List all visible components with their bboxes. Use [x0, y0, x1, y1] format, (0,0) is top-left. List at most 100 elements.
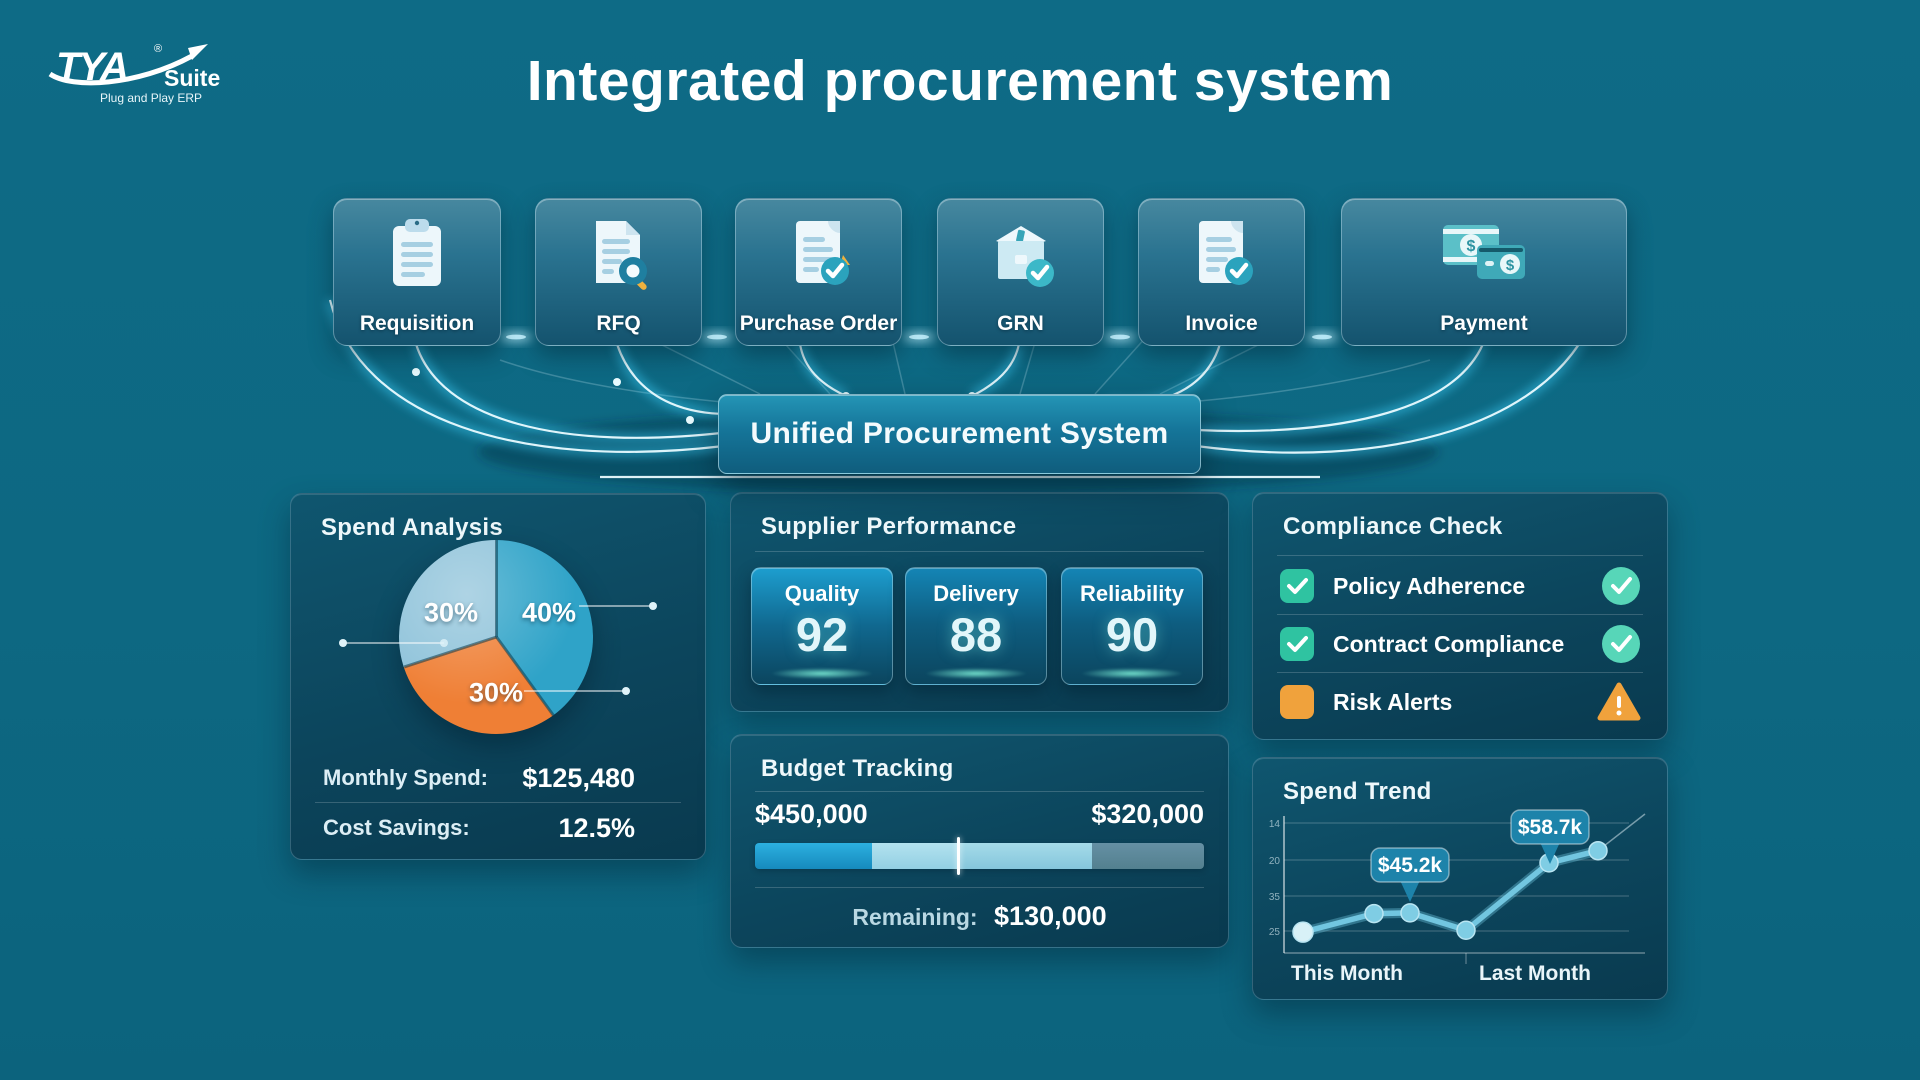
budget-tracking-title: Budget Tracking: [761, 755, 954, 782]
spend-pie-chart: [399, 540, 593, 734]
compliance-row-policy: Policy Adherence: [1279, 558, 1641, 614]
flow-step-label: Requisition: [359, 312, 475, 335]
logo-swoosh: [48, 53, 194, 86]
spend-trend-panel: Spend Trend 14 20 35 25 $45.2k $58.7k Th…: [1252, 757, 1668, 1000]
logo-product: Suite: [164, 65, 220, 91]
divider: [1277, 672, 1643, 673]
annotation-label: $58.7k: [1518, 816, 1583, 839]
spend-analysis-panel: Spend Analysis 40% 30% 30% Monthly Spend…: [290, 493, 706, 860]
warning-triangle-icon: [1597, 682, 1641, 721]
flow-step-requisition[interactable]: Requisition: [333, 198, 501, 346]
flow-step-label: Payment: [1440, 312, 1528, 335]
pie-slice-label-30-bottom: 30%: [468, 677, 524, 708]
divider: [755, 791, 1204, 792]
logo-plane-icon: [188, 44, 208, 60]
compliance-row-contract: Contract Compliance: [1279, 616, 1641, 672]
clipboard-icon: [393, 219, 441, 286]
supplier-performance-panel: Supplier Performance Quality 92 Delivery…: [730, 492, 1229, 712]
pie-divider: [495, 540, 498, 637]
flow-step-invoice[interactable]: Invoice: [1138, 198, 1305, 346]
page-title: Integrated procurement system: [526, 49, 1394, 113]
cost-savings-label: Cost Savings:: [323, 815, 470, 840]
x-axis-label-this-month: This Month: [1291, 962, 1403, 985]
monthly-spend-row: Monthly Spend: $125,480: [323, 755, 669, 801]
logo-brand: TYA: [56, 45, 127, 89]
divider: [755, 887, 1204, 888]
trend-line-series: [1292, 813, 1646, 943]
payment-cards-icon: $ $: [1443, 225, 1525, 279]
y-tick-label: 25: [1269, 927, 1280, 938]
unified-hub-banner: Unified Procurement System: [718, 394, 1201, 474]
logo-registered: ®: [154, 43, 162, 55]
unchecked-checkbox-icon[interactable]: [1279, 684, 1315, 720]
cost-savings-row: Cost Savings: 12.5%: [323, 805, 669, 851]
monthly-spend-label: Monthly Spend:: [323, 765, 488, 790]
budget-bar-segment: [1091, 843, 1204, 869]
budget-bar-segment: [959, 843, 1092, 869]
divider: [755, 551, 1204, 552]
pie-slice-label-30-left: 30%: [423, 597, 479, 628]
compliance-item-label: Risk Alerts: [1333, 688, 1453, 715]
annotation-bubble-tail: [1539, 840, 1561, 864]
metric-glow-bar: [1081, 668, 1183, 679]
compliance-item-label: Policy Adherence: [1333, 572, 1526, 599]
metric-card-quality: Quality 92: [751, 567, 893, 685]
budget-total-amount: $450,000: [755, 799, 868, 829]
y-tick-label: 14: [1269, 819, 1280, 830]
invoice-check-icon: [1198, 221, 1253, 285]
annotation-label: $45.2k: [1378, 854, 1443, 877]
flow-step-purchase-order[interactable]: Purchase Order: [735, 198, 902, 346]
remaining-value: $130,000: [994, 901, 1107, 931]
annotation-bubble: [1510, 809, 1590, 845]
budget-tracking-panel: Budget Tracking $450,000 $320,000 Remain…: [730, 734, 1229, 948]
checked-checkbox-icon[interactable]: [1279, 626, 1315, 662]
divider: [315, 802, 681, 803]
pie-callout-line: [339, 639, 448, 647]
flow-step-rfq[interactable]: RFQ: [535, 198, 702, 346]
budget-remaining-row: Remaining: $130,000: [731, 901, 1228, 932]
budget-bar-marker: [957, 837, 960, 875]
metric-card-delivery: Delivery 88: [905, 567, 1047, 685]
metric-label: Quality: [784, 581, 860, 606]
flow-step-payment[interactable]: $ $ Payment: [1341, 198, 1627, 346]
annotation-bubble: [1370, 847, 1450, 883]
spend-trend-chart: 14 20 35 25 $45.2k $58.7k This Month Las…: [1269, 809, 1646, 985]
check-circle-icon: [1602, 567, 1640, 605]
metric-glow-bar: [925, 668, 1027, 679]
flow-step-grn[interactable]: GRN: [937, 198, 1104, 346]
hub-label: Unified Procurement System: [750, 417, 1169, 450]
tya-suite-logo: TYA ® Suite Plug and Play ERP: [48, 43, 220, 105]
flow-step-label: Invoice: [1185, 312, 1258, 335]
pie-callout-line: [579, 602, 657, 610]
svg-text:$: $: [1467, 238, 1476, 255]
checked-checkbox-icon[interactable]: [1279, 568, 1315, 604]
x-axis-label-last-month: Last Month: [1479, 962, 1591, 985]
y-tick-label: 20: [1269, 856, 1280, 867]
metric-glow-bar: [771, 668, 873, 679]
divider: [1277, 614, 1643, 615]
compliance-check-title: Compliance Check: [1283, 513, 1503, 540]
svg-text:$: $: [1506, 257, 1515, 274]
monthly-spend-value: $125,480: [522, 762, 635, 793]
metric-card-reliability: Reliability 90: [1061, 567, 1203, 685]
spend-analysis-title: Spend Analysis: [321, 514, 504, 541]
compliance-row-risk: Risk Alerts: [1279, 674, 1641, 730]
flow-step-label: GRN: [997, 312, 1044, 335]
document-search-icon: [595, 221, 647, 290]
budget-progress-bar: [755, 843, 1204, 869]
document-check-icon: [795, 221, 850, 285]
compliance-item-label: Contract Compliance: [1333, 630, 1565, 657]
metric-label: Reliability: [1080, 581, 1184, 606]
check-circle-icon: [1602, 625, 1640, 663]
supplier-performance-title: Supplier Performance: [761, 513, 1017, 540]
cost-savings-value: 12.5%: [558, 812, 635, 843]
metric-label: Delivery: [933, 581, 1019, 606]
flow-step-label: RFQ: [596, 312, 641, 335]
box-check-icon: [995, 226, 1054, 287]
pie-slice-label-40: 40%: [521, 597, 577, 628]
budget-bar-segment: [755, 843, 872, 869]
metric-value: 90: [1105, 608, 1159, 661]
metric-value: 88: [949, 608, 1003, 661]
budget-spent-amount: $320,000: [1091, 799, 1204, 829]
